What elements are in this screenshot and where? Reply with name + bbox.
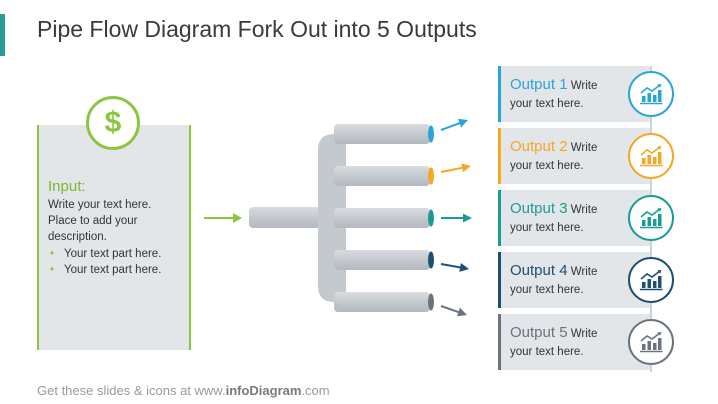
output-arrow [440, 163, 471, 173]
output-text-first: Write [570, 266, 598, 278]
input-description: Write your text here. Place to add your … [48, 199, 152, 243]
footer-prefix: Get these slides & icons at www. [37, 383, 226, 398]
input-bullet-list: Your text part here. Your text part here… [48, 246, 161, 278]
output-row-1: Output 1 Write your text here. [498, 66, 650, 122]
output-text-first: Write [570, 80, 598, 92]
branch-pipe [334, 166, 430, 186]
output-label: Output 5 [510, 324, 568, 341]
output-row-2: Output 2 Write your text here. [498, 128, 650, 184]
output-text-rest: your text here. [510, 346, 584, 358]
output-row-4: Output 4 Write your text here. [498, 252, 650, 308]
input-bullet: Your text part here. [48, 246, 161, 262]
output-text: Output 5 Write your text here. [510, 324, 655, 361]
page-title: Pipe Flow Diagram Fork Out into 5 Output… [37, 16, 477, 42]
output-label: Output 4 [510, 262, 568, 279]
branch-pipe-outlet [428, 293, 434, 311]
output-text-first: Write [570, 204, 598, 216]
output-text-rest: your text here. [510, 222, 584, 234]
output-row-3: Output 3 Write your text here. [498, 190, 650, 246]
output-arrows [440, 118, 472, 317]
branch-pipe-outlet [428, 209, 434, 227]
bar-chart-growth-icon [628, 195, 674, 241]
branch-pipe [334, 124, 430, 144]
inlet-pipe [249, 207, 334, 228]
footer-suffix: .com [301, 383, 330, 398]
output-row-5: Output 5 Write your text here. [498, 314, 650, 370]
branch-pipe-outlet [428, 167, 434, 185]
output-label: Output 1 [510, 76, 568, 93]
output-arrow [440, 305, 467, 317]
branch-pipe-outlet [428, 125, 434, 143]
input-heading: Input: [48, 178, 86, 195]
input-arrow [204, 213, 242, 223]
output-text-first: Write [570, 328, 598, 340]
branch-pipe [334, 292, 430, 312]
branch-pipe [334, 250, 430, 270]
output-label: Output 3 [510, 200, 568, 217]
footer-text: Get these slides & icons at www.infoDiag… [37, 383, 330, 398]
dollar-symbol: $ [104, 106, 122, 139]
output-label: Output 2 [510, 138, 568, 155]
footer-brand: infoDiagram [225, 383, 302, 398]
output-text-rest: your text here. [510, 284, 584, 296]
pipe-branches [334, 124, 434, 312]
bar-chart-growth-icon [628, 133, 674, 179]
output-text: Output 2 Write your text here. [510, 138, 655, 175]
bar-chart-growth-icon [628, 257, 674, 303]
output-arrow [440, 118, 468, 131]
output-text-first: Write [570, 142, 598, 154]
branch-pipe-outlet [428, 251, 434, 269]
dollar-icon: $ [86, 96, 140, 150]
bar-chart-growth-icon [628, 71, 674, 117]
output-text: Output 1 Write your text here. [510, 76, 655, 113]
output-arrow [441, 213, 472, 223]
input-panel [37, 125, 191, 350]
output-text: Output 3 Write your text here. [510, 200, 655, 237]
input-bullet: Your text part here. [48, 262, 161, 278]
output-text-rest: your text here. [510, 160, 584, 172]
bar-chart-growth-icon [628, 319, 674, 365]
branch-pipe [334, 208, 430, 228]
output-text-rest: your text here. [510, 98, 584, 110]
title-accent-bar [0, 14, 5, 56]
output-text: Output 4 Write your text here. [510, 262, 655, 299]
output-arrow [440, 262, 469, 272]
